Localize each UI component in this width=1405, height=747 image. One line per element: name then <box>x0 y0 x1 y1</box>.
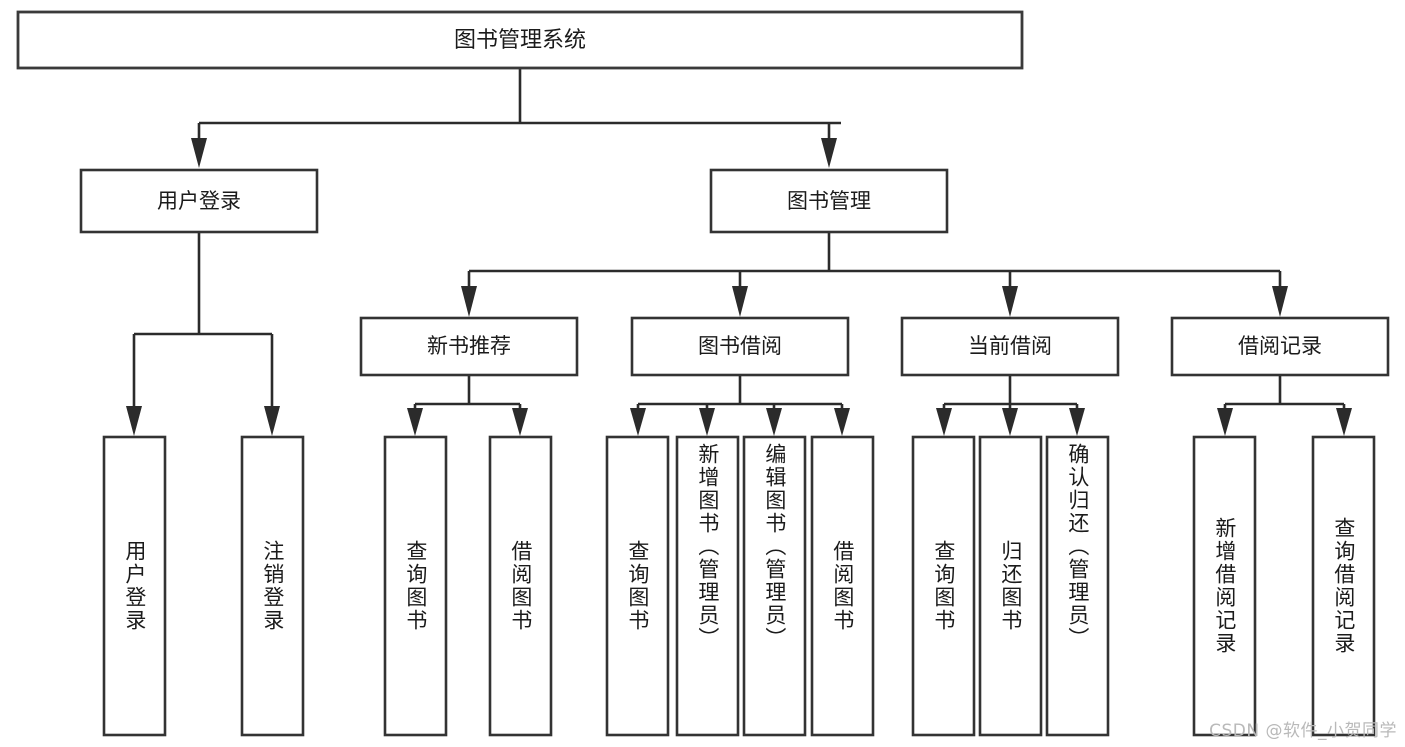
leaf-add-record-box[interactable] <box>1192 435 1257 737</box>
node-book-borrow-label: 图书借阅 <box>698 334 782 358</box>
arrow-head-leaf-logout <box>264 406 280 436</box>
node-book-borrow[interactable]: 图书借阅 <box>630 316 850 377</box>
leaf-logout-box[interactable] <box>240 435 305 737</box>
node-user-login[interactable]: 用户登录 <box>79 168 319 234</box>
node-book-manage[interactable]: 图书管理 <box>709 168 949 234</box>
node-book-manage-box[interactable] <box>709 168 949 234</box>
leaf-query-book-2-box[interactable] <box>605 435 670 737</box>
leaf-query-record-box[interactable] <box>1311 435 1376 737</box>
connector-group-borrow-record <box>1217 375 1352 436</box>
arrow-head-borrow-record <box>1272 286 1288 317</box>
node-root-box[interactable] <box>16 10 1024 70</box>
leaf-box-group <box>102 435 1376 737</box>
node-borrow-record[interactable]: 借阅记录 <box>1170 316 1390 377</box>
arrow-head-leaf-borrow-book-1 <box>512 408 528 436</box>
node-book-manage-label: 图书管理 <box>787 189 871 213</box>
node-new-book-rec-box[interactable] <box>359 316 579 377</box>
node-current-borrow-box[interactable] <box>900 316 1120 377</box>
arrow-head-leaf-return-book <box>1002 408 1018 436</box>
csdn-watermark: CSDN @软件_小贺同学 <box>1209 721 1397 741</box>
node-user-login-label: 用户登录 <box>157 189 241 213</box>
node-new-book-rec[interactable]: 新书推荐 <box>359 316 579 377</box>
arrow-head-book-borrow <box>732 286 748 317</box>
leaf-add-book-box[interactable] <box>675 435 740 737</box>
arrow-head-book-manage <box>821 138 837 168</box>
arrow-head-leaf-confirm-return <box>1069 408 1085 436</box>
arrow-head-leaf-query-book-3 <box>936 408 952 436</box>
node-current-borrow-label: 当前借阅 <box>968 334 1052 358</box>
node-root[interactable]: 图书管理系统 <box>16 10 1024 70</box>
node-book-borrow-box[interactable] <box>630 316 850 377</box>
arrow-head-new-book-rec <box>461 286 477 317</box>
connector-group-book-manage <box>461 232 1288 317</box>
leaf-user-login-box[interactable] <box>102 435 167 737</box>
connector-group-root <box>191 68 841 168</box>
arrow-head-user-login <box>191 138 207 168</box>
leaf-borrow-book-1-box[interactable] <box>488 435 553 737</box>
arrow-head-leaf-query-book-1 <box>407 408 423 436</box>
arrow-head-leaf-add-record <box>1217 408 1233 436</box>
arrow-head-leaf-user-login <box>126 406 142 436</box>
node-current-borrow[interactable]: 当前借阅 <box>900 316 1120 377</box>
connector-group-current-borrow <box>936 375 1085 436</box>
node-borrow-record-label: 借阅记录 <box>1238 334 1322 358</box>
leaf-query-book-3-box[interactable] <box>911 435 976 737</box>
node-borrow-record-box[interactable] <box>1170 316 1390 377</box>
leaf-query-book-1-box[interactable] <box>383 435 448 737</box>
leaf-return-book-box[interactable] <box>978 435 1043 737</box>
arrow-head-current-borrow <box>1002 286 1018 317</box>
node-user-login-box[interactable] <box>79 168 319 234</box>
arrow-head-leaf-edit-book <box>766 408 782 436</box>
arrow-head-leaf-borrow-book-2 <box>834 408 850 436</box>
arrow-head-leaf-query-record <box>1336 408 1352 436</box>
node-new-book-rec-label: 新书推荐 <box>427 334 511 358</box>
connector-group-book-borrow <box>630 375 850 436</box>
connector-group-new-book-rec <box>407 375 528 436</box>
arrow-head-leaf-query-book-2 <box>630 408 646 436</box>
leaf-edit-book-box[interactable] <box>742 435 807 737</box>
leaf-confirm-return-box[interactable] <box>1045 435 1110 737</box>
node-root-label: 图书管理系统 <box>454 28 586 53</box>
leaf-borrow-book-2-box[interactable] <box>810 435 875 737</box>
connector-group-user-login <box>126 232 280 436</box>
arrow-head-leaf-add-book <box>699 408 715 436</box>
